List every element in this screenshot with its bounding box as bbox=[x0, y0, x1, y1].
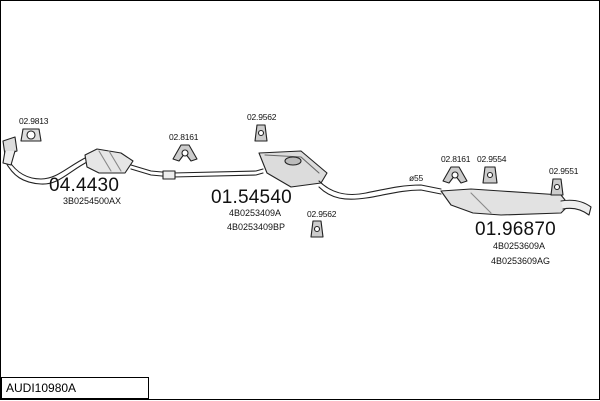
accessory-ref: 02.9813 bbox=[19, 116, 49, 126]
front-flange bbox=[2, 136, 18, 156]
part-number: 01.54540 bbox=[211, 187, 292, 208]
accessory-ref: 02.8161 bbox=[169, 132, 199, 142]
tail-pipe bbox=[560, 199, 592, 216]
part-code: 4B0253609AG bbox=[491, 256, 551, 266]
accessory-hanger-icon bbox=[254, 124, 268, 142]
part-code: 4B0253409A bbox=[229, 208, 282, 218]
accessory-clamp-icon bbox=[20, 128, 42, 142]
part-number: 01.96870 bbox=[475, 219, 556, 240]
rear-pipe bbox=[318, 180, 442, 196]
accessory-ref: 02.9554 bbox=[477, 154, 507, 164]
mid-pipe bbox=[130, 164, 264, 174]
accessory-ref: 02.8161 bbox=[441, 154, 471, 164]
model-box: AUDI10980A bbox=[1, 377, 149, 399]
accessory-ref: 02.9551 bbox=[549, 166, 579, 176]
model-number: AUDI10980A bbox=[6, 381, 77, 395]
part-code: 4B0253609A bbox=[493, 241, 546, 251]
part-number: 04.4430 bbox=[49, 175, 120, 196]
accessory-mount-icon bbox=[442, 166, 468, 184]
accessory-hanger-icon bbox=[310, 220, 324, 238]
pipe-clamp bbox=[162, 170, 176, 180]
accessory-ref: 02.9562 bbox=[307, 209, 337, 219]
rear-silencer bbox=[440, 188, 570, 216]
part-code: 4B0253409BP bbox=[227, 222, 286, 232]
front-downpipe bbox=[4, 160, 90, 185]
part-code: 3B0254500AX bbox=[63, 196, 122, 206]
accessory-hanger-icon bbox=[482, 166, 498, 184]
accessory-hanger-icon bbox=[550, 178, 564, 196]
accessory-mount-icon bbox=[172, 144, 198, 162]
pipe-diameter-note: ø55 bbox=[409, 173, 424, 183]
accessory-ref: 02.9562 bbox=[247, 112, 277, 122]
catalytic-converter bbox=[84, 148, 134, 174]
